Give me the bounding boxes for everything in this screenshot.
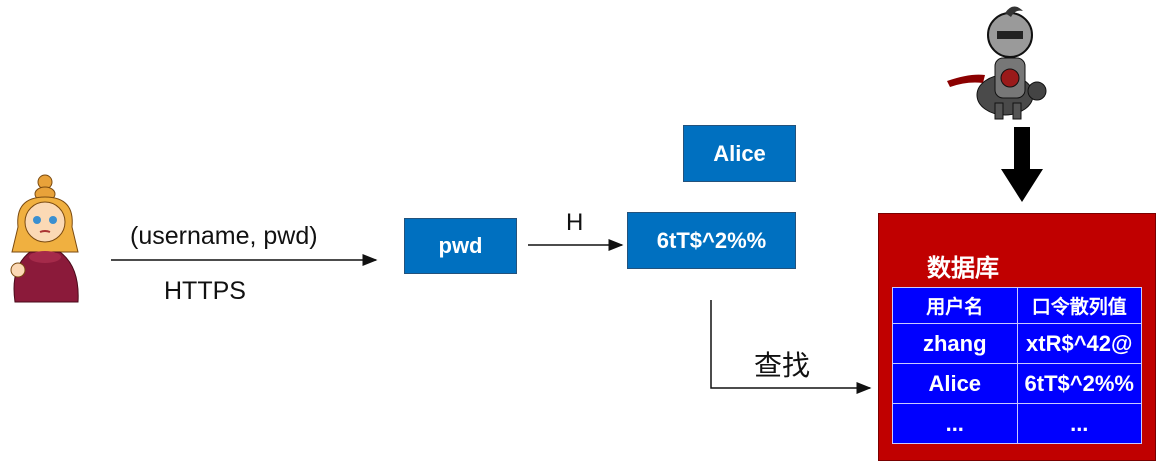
lookup-label: 查找 <box>754 350 811 381</box>
cell-hash: xtR$^42@ <box>1016 323 1142 364</box>
protocol-label: HTTPS <box>164 277 246 305</box>
table-header-row: 用户名 口令散列值 <box>892 287 1142 324</box>
table-row: Alice 6tT$^2%% <box>892 363 1142 404</box>
database-box: 数据库 用户名 口令散列值 zhang xtR$^42@ Alice 6tT$^… <box>878 213 1156 461</box>
lookup-arrow <box>710 300 872 394</box>
database-title: 数据库 <box>927 255 999 282</box>
cell-username: ... <box>892 403 1018 444</box>
username-box: Alice <box>683 125 796 182</box>
credentials-table: 用户名 口令散列值 zhang xtR$^42@ Alice 6tT$^2%% … <box>892 287 1142 444</box>
knight-icon <box>947 6 1047 120</box>
attack-down-arrow <box>1001 127 1043 202</box>
cell-hash: 6tT$^2%% <box>1016 363 1142 404</box>
princess-icon <box>10 174 79 303</box>
pwd-box: pwd <box>404 218 517 274</box>
table-row: zhang xtR$^42@ <box>892 323 1142 364</box>
header-password-hash: 口令散列值 <box>1016 287 1142 324</box>
table-row: ... ... <box>892 403 1142 444</box>
cell-username: Alice <box>892 363 1018 404</box>
cell-hash: ... <box>1016 403 1142 444</box>
cell-username: zhang <box>892 323 1018 364</box>
header-username: 用户名 <box>892 287 1018 324</box>
hash-function-label: H <box>566 209 584 236</box>
hash-value-box: 6tT$^2%% <box>627 212 796 269</box>
request-params-label: (username, pwd) <box>130 222 318 250</box>
